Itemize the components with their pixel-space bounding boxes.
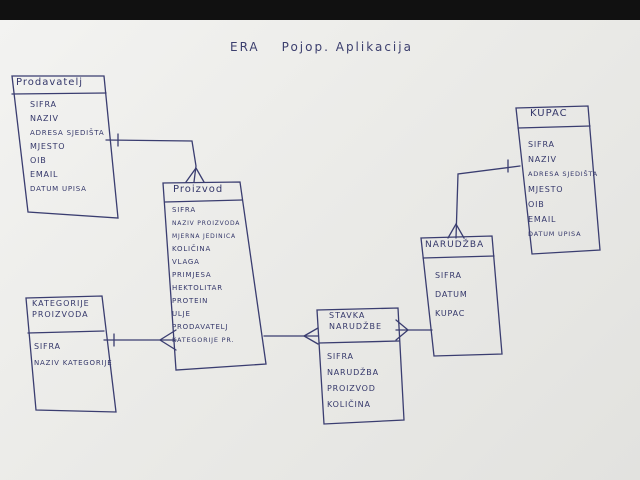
attribute: EMAIL: [30, 170, 59, 179]
rel-kupac-narudzba: [455, 165, 521, 239]
attribute: HEKTOLITAR: [172, 284, 223, 292]
attribute: SIFRA: [327, 352, 354, 361]
stavka-box: [316, 307, 405, 425]
kupac-box: [515, 105, 601, 255]
entity-name: Prodavatelj: [16, 77, 84, 88]
entity-name: NARUDŽBA: [425, 240, 485, 250]
attribute: KATEGORIJE PR.: [172, 336, 235, 344]
attribute: SIFRA: [528, 140, 555, 149]
attribute: MJERNA JEDINICA: [172, 233, 236, 240]
attribute: ADRESA SJEDIŠTA: [30, 129, 105, 137]
entity-name: KUPAC: [530, 108, 568, 119]
entity-name: KATEGORIJE PROIZVODA: [26, 297, 104, 321]
attribute: DATUM: [435, 290, 468, 299]
attribute: NAZIV: [30, 114, 59, 123]
attribute: SIFRA: [30, 100, 57, 109]
proizvod-box: [162, 181, 267, 371]
attribute-list: SIFRA NAZIV ADRESA SJEDIŠTA MJESTO OIB E…: [528, 137, 598, 242]
entity-name: Proizvod: [173, 184, 224, 195]
attribute-list: SIFRA NARUDŽBA PROIZVOD KOLIČINA: [327, 349, 379, 413]
entity-name-line-1: KATEGORIJE: [32, 299, 90, 308]
narudzba-box: [420, 235, 503, 357]
attribute: ADRESA SJEDIŠTA: [528, 170, 598, 178]
attribute: DATUM UPISA: [528, 230, 582, 238]
attribute-list: SIFRA NAZIV PROIZVODA MJERNA JEDINICA KO…: [172, 204, 240, 347]
attribute: OIB: [30, 156, 47, 165]
entity-name: STAVKA NARUDŽBE: [317, 309, 399, 333]
attribute: PRODAVATELJ: [172, 323, 229, 331]
attribute: MJESTO: [30, 142, 66, 151]
attribute: PROTEIN: [172, 297, 209, 305]
attribute: SIFRA: [172, 206, 196, 214]
prodavatelj-box: [11, 75, 119, 219]
top-dark-band: [0, 0, 640, 22]
attribute: MJESTO: [528, 185, 564, 194]
attribute-list: SIFRA DATUM KUPAC: [435, 266, 468, 323]
attribute: SIFRA: [34, 342, 61, 351]
attribute-list: SIFRA NAZIV ADRESA SJEDIŠTA MJESTO OIB E…: [30, 98, 104, 196]
attribute: KOLIČINA: [327, 400, 371, 409]
attribute: NAZIV PROIZVODA: [172, 220, 241, 227]
entity-name-line-2: PROIZVODA: [32, 310, 89, 319]
attribute: NARUDŽBA: [327, 368, 379, 377]
attribute: VLAGA: [172, 258, 200, 266]
attribute: OIB: [528, 200, 545, 209]
attribute-list: SIFRA NAZIV KATEGORIJE: [34, 339, 112, 371]
title-part-2: Pojop. Aplikacija: [281, 40, 413, 54]
attribute: KUPAC: [435, 309, 466, 318]
attribute: PRIMJESA: [172, 271, 212, 279]
attribute: SIFRA: [435, 271, 462, 280]
entity-name-line-2: NARUDŽBE: [329, 322, 383, 331]
diagram-title: ERA Pojop. Aplikacija: [230, 40, 413, 54]
attribute: NAZIV KATEGORIJE: [34, 359, 113, 367]
title-part-1: ERA: [230, 40, 260, 54]
rel-prodavatelj-proizvod: [105, 139, 197, 183]
attribute: KOLIČINA: [172, 245, 212, 253]
attribute: NAZIV: [528, 155, 557, 164]
entity-name-line-1: STAVKA: [329, 311, 366, 320]
attribute: ULJE: [172, 310, 191, 318]
attribute: PROIZVOD: [327, 384, 376, 393]
attribute: DATUM UPISA: [30, 185, 87, 193]
kategorije-box: [25, 295, 117, 413]
attribute: EMAIL: [528, 215, 557, 224]
